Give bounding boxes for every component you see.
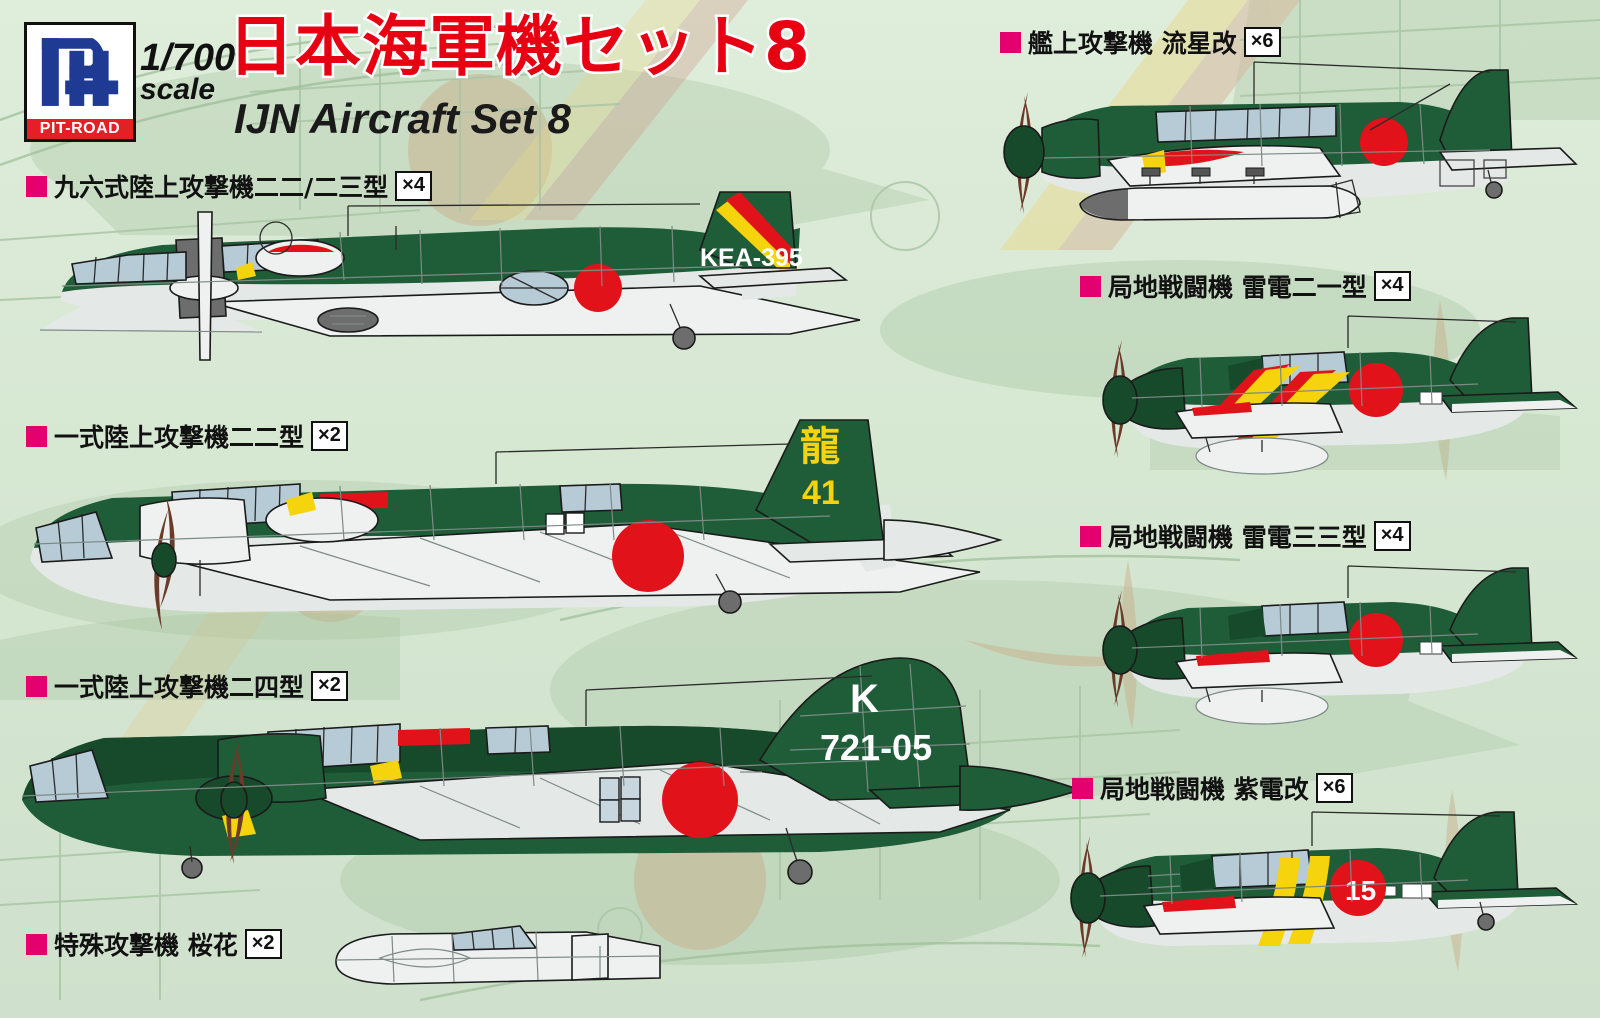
caption-g4m22: 一式陸上攻撃機二二型 ×2 — [26, 418, 348, 454]
shidenkai-number: 15 — [1345, 875, 1376, 906]
caption-label: 局地戦闘機 雷電三三型 — [1108, 523, 1367, 552]
caption-qty: ×2 — [311, 671, 348, 701]
scale-word: scale — [140, 73, 216, 107]
g3m-tail-code: KEA-395 — [700, 244, 803, 272]
magenta-square-icon — [1080, 525, 1101, 547]
caption-g3m: 九六式陸上攻撃機二二/二三型 ×4 — [26, 168, 432, 204]
aircraft-j2m-raiden33 — [1102, 565, 1579, 725]
aircraft-g4m-model22: 龍 41 — [30, 419, 1003, 630]
caption-label: 九六式陸上攻撃機二二/二三型 — [54, 173, 389, 202]
caption-label: 一式陸上攻撃機二二型 — [54, 423, 305, 452]
aircraft-g3m: KEA-395 — [39, 191, 861, 361]
magenta-square-icon — [26, 425, 47, 447]
g4m22-tail-number: 41 — [802, 474, 840, 512]
caption-label: 局地戦闘機 紫電改 — [1100, 775, 1309, 804]
magenta-square-icon — [1080, 275, 1101, 297]
caption-qty: ×6 — [1243, 27, 1281, 57]
caption-qty: ×6 — [1315, 773, 1353, 803]
magenta-square-icon — [1000, 31, 1021, 53]
g4m22-tail-kanji: 龍 — [800, 425, 840, 469]
caption-label: 艦上攻撃機 流星改 — [1028, 29, 1237, 58]
brand-name-text: PIT-ROAD — [39, 120, 121, 138]
aircraft-ohka — [335, 925, 661, 985]
aircraft-n1k2-shidenkai: 15 — [1070, 811, 1579, 958]
magenta-square-icon — [26, 933, 47, 955]
magenta-square-icon — [26, 675, 47, 697]
caption-label: 一式陸上攻撃機二四型 — [54, 673, 305, 702]
magenta-square-icon — [26, 175, 47, 197]
caption-qty: ×4 — [1373, 521, 1411, 551]
g4m24-tail-letter: K — [850, 677, 879, 721]
title-english: IJN Aircraft Set 8 — [234, 95, 571, 142]
caption-qty: ×2 — [244, 929, 282, 959]
caption-ryusei: 艦上攻撃機 流星改 ×6 — [1000, 24, 1281, 60]
brand-name-band: PIT-ROAD — [27, 119, 133, 139]
caption-qty: ×4 — [395, 171, 432, 201]
pit-monogram-icon — [27, 25, 133, 120]
caption-ohka: 特殊攻撃機 桜花 ×2 — [26, 926, 282, 962]
g4m24-tail-number: 721-05 — [820, 727, 932, 768]
caption-raiden21: 局地戦闘機 雷電二一型 ×4 — [1080, 268, 1411, 304]
caption-label: 局地戦闘機 雷電二一型 — [1108, 273, 1367, 302]
caption-shidenkai: 局地戦闘機 紫電改 ×6 — [1072, 770, 1353, 806]
scale-ratio: 1/700 — [140, 37, 236, 79]
aircraft-g4m-model24: K 721-05 — [21, 657, 1083, 885]
caption-raiden33: 局地戦闘機 雷電三三型 ×4 — [1080, 518, 1411, 554]
magenta-square-icon — [1072, 777, 1093, 799]
caption-qty: ×4 — [1373, 271, 1411, 301]
aircraft-j2m-raiden21 — [1102, 315, 1579, 475]
scale-label: 1/700 scale — [140, 37, 270, 107]
pit-road-logo: PIT-ROAD — [24, 22, 136, 142]
aircraft-b7a-ryusei — [1003, 61, 1578, 221]
caption-qty: ×2 — [311, 421, 348, 451]
title-japanese: 日本海軍機セット8 — [226, 8, 813, 85]
caption-label: 特殊攻撃機 桜花 — [54, 931, 238, 960]
caption-g4m24: 一式陸上攻撃機二四型 ×2 — [26, 668, 348, 704]
